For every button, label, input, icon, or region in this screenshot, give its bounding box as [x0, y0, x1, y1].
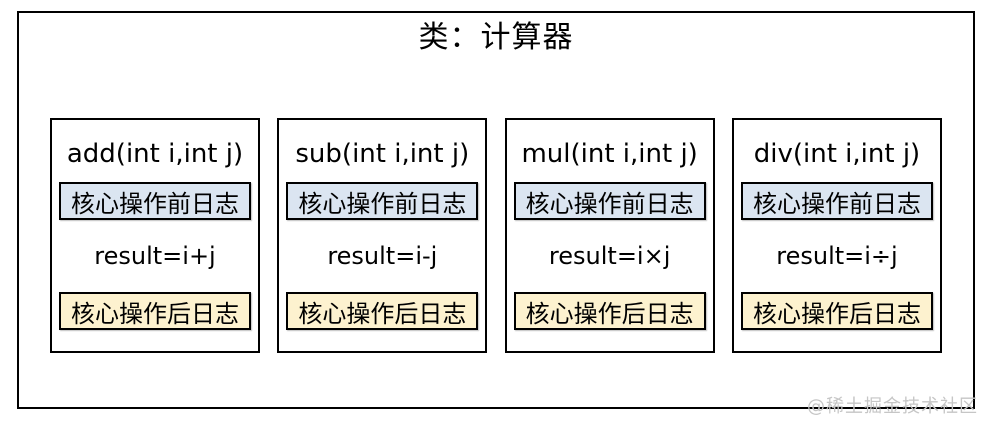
method-box-add: add(int i,int j) 核心操作前日志 result=i+j 核心操作…: [50, 118, 260, 353]
operation-text: result=i÷j: [776, 242, 898, 270]
pre-log-box: 核心操作前日志: [59, 182, 251, 220]
method-signature: mul(int i,int j): [521, 139, 698, 169]
method-signature: div(int i,int j): [753, 139, 921, 169]
post-log-box: 核心操作后日志: [59, 292, 251, 330]
page-title: 类：计算器: [418, 20, 574, 55]
post-log-box: 核心操作后日志: [513, 292, 706, 330]
post-log-box: 核心操作后日志: [740, 292, 933, 330]
method-box-mul: mul(int i,int j) 核心操作前日志 result=i×j 核心操作…: [504, 118, 715, 353]
post-log-box: 核心操作后日志: [286, 292, 479, 330]
method-box-div: div(int i,int j) 核心操作前日志 result=i÷j 核心操作…: [731, 118, 942, 353]
method-signature: sub(int i,int j): [295, 139, 470, 169]
method-box-sub: sub(int i,int j) 核心操作前日志 result=i-j 核心操作…: [277, 118, 488, 353]
pre-log-box: 核心操作前日志: [513, 182, 706, 220]
class-frame: 类：计算器 add(int i,int j) 核心操作前日志 result=i+…: [17, 11, 975, 409]
pre-log-box: 核心操作前日志: [740, 182, 933, 220]
operation-text: result=i×j: [548, 242, 671, 270]
operation-text: result=i-j: [327, 242, 438, 270]
pre-log-box: 核心操作前日志: [286, 182, 479, 220]
operation-text: result=i+j: [94, 242, 216, 270]
watermark: @稀土掘金技术社区: [807, 396, 978, 417]
method-signature: add(int i,int j): [66, 139, 244, 169]
method-row: add(int i,int j) 核心操作前日志 result=i+j 核心操作…: [50, 118, 942, 353]
